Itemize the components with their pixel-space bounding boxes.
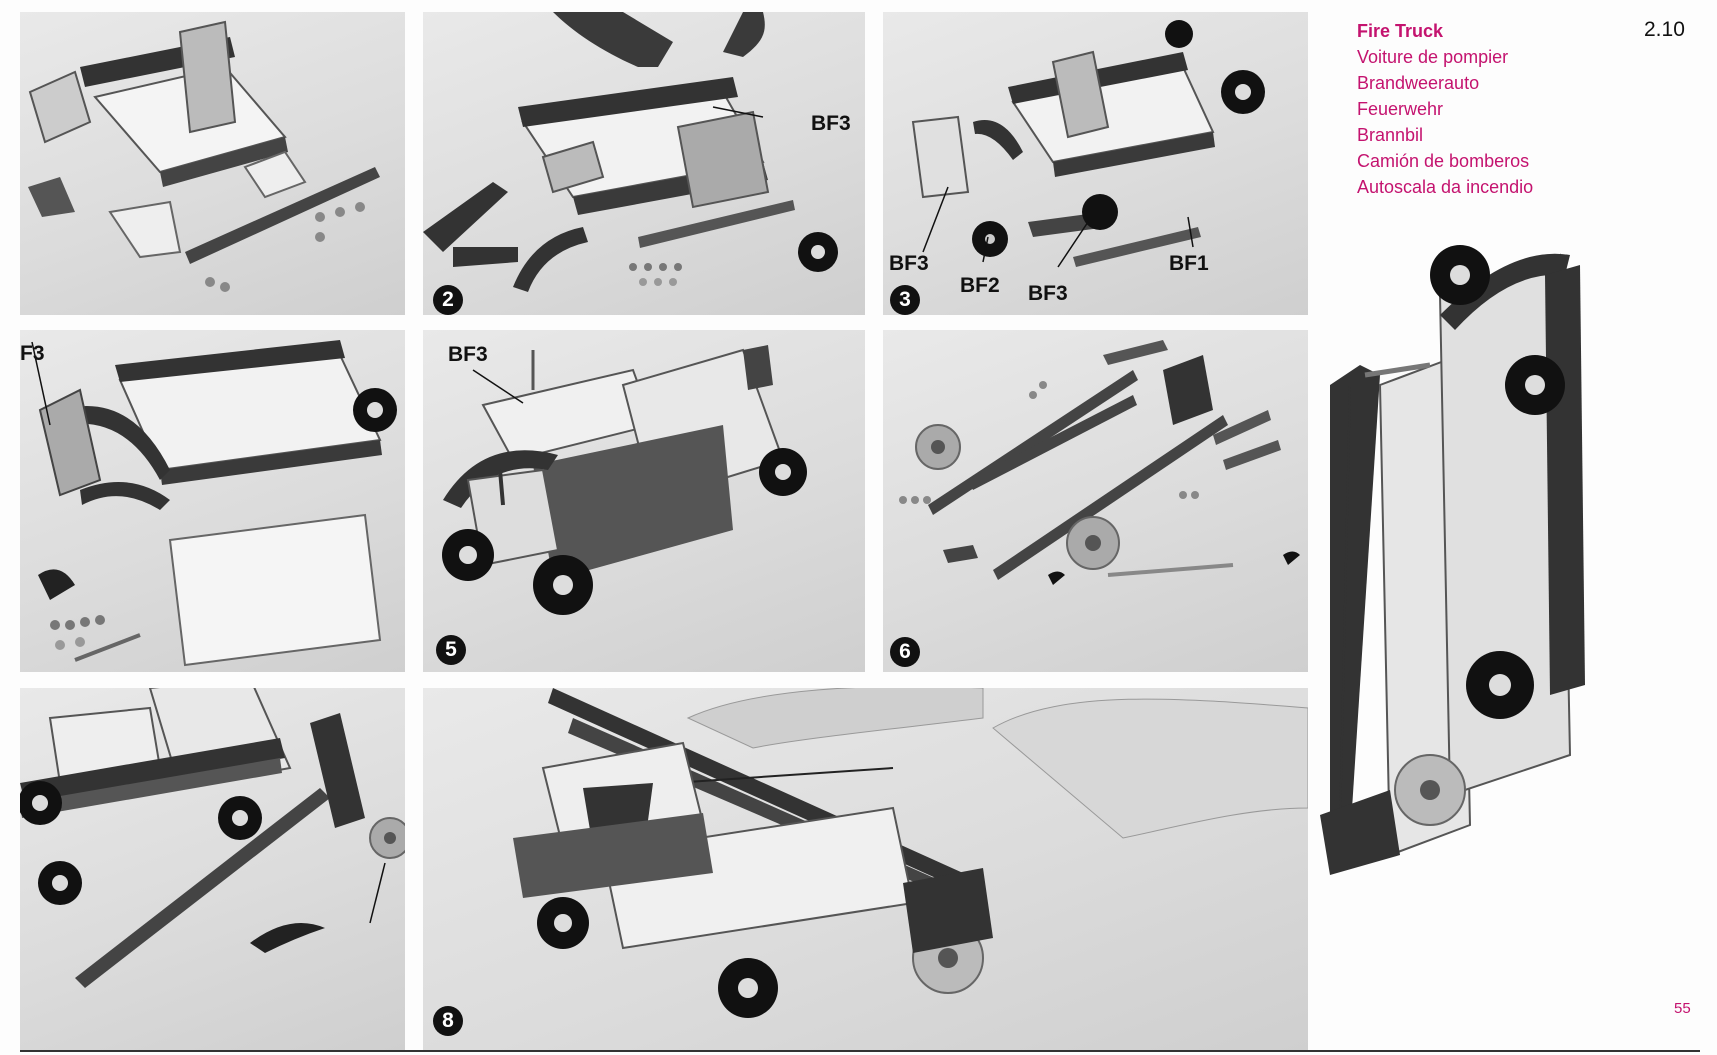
model-title-fr: Voiture de pompier: [1357, 47, 1509, 67]
step-number-badge: 3: [890, 285, 920, 315]
part-callout-f3: F3: [20, 342, 45, 365]
step-7-illustration: [20, 688, 405, 988]
model-title-no: Brannbil: [1357, 125, 1424, 145]
step-8-photo: 8: [423, 688, 1308, 1050]
step-3-photo: BF3 BF2 BF3 BF1 3: [883, 12, 1308, 315]
step-4-illustration: [31, 340, 397, 667]
page-bottom-rule: [20, 1050, 1700, 1052]
step-7-photo: [20, 688, 405, 1050]
step-number-badge: 6: [890, 637, 920, 667]
part-callout-bf3: BF3: [811, 112, 851, 135]
completed-model-photo: [1320, 215, 1710, 1045]
completed-model-illustration: [1320, 245, 1585, 875]
step-3-illustration: [911, 20, 1265, 268]
model-title-de: Feuerwehr: [1357, 99, 1444, 119]
page-number: 55: [1674, 1000, 1691, 1017]
step-6-photo: 6: [883, 330, 1308, 672]
part-callout-bf3: BF3: [889, 252, 929, 275]
model-title-en: Fire Truck: [1357, 21, 1444, 41]
step-1-illustration: [28, 20, 380, 292]
step-2-photo: BF3 2: [423, 12, 865, 315]
step-number-badge: 2: [433, 285, 463, 315]
step-5-photo: BF3 5: [423, 330, 865, 672]
part-callout-bf3: BF3: [448, 343, 488, 366]
step-number-badge: 8: [433, 1006, 463, 1036]
model-number: 2.10: [1644, 18, 1685, 41]
step-8-illustration: [513, 688, 1308, 1018]
model-title-it: Autoscala da incendio: [1357, 177, 1534, 197]
step-2-illustration: [423, 12, 838, 292]
model-title-block: Fire Truck Voiture de pompier Brandweera…: [1357, 18, 1533, 200]
step-number-badge: 5: [436, 635, 466, 665]
step-1-photo: [20, 12, 405, 315]
part-callout-bf2: BF2: [960, 274, 1000, 297]
step-5-illustration: [442, 345, 807, 615]
part-callout-bf1: BF1: [1169, 252, 1209, 275]
step-4-photo: F3: [20, 330, 405, 672]
model-title-nl: Brandweerauto: [1357, 73, 1480, 93]
step-6-illustration: [899, 340, 1300, 585]
model-title-es: Camión de bomberos: [1357, 151, 1530, 171]
part-callout-bf3: BF3: [1028, 282, 1068, 305]
